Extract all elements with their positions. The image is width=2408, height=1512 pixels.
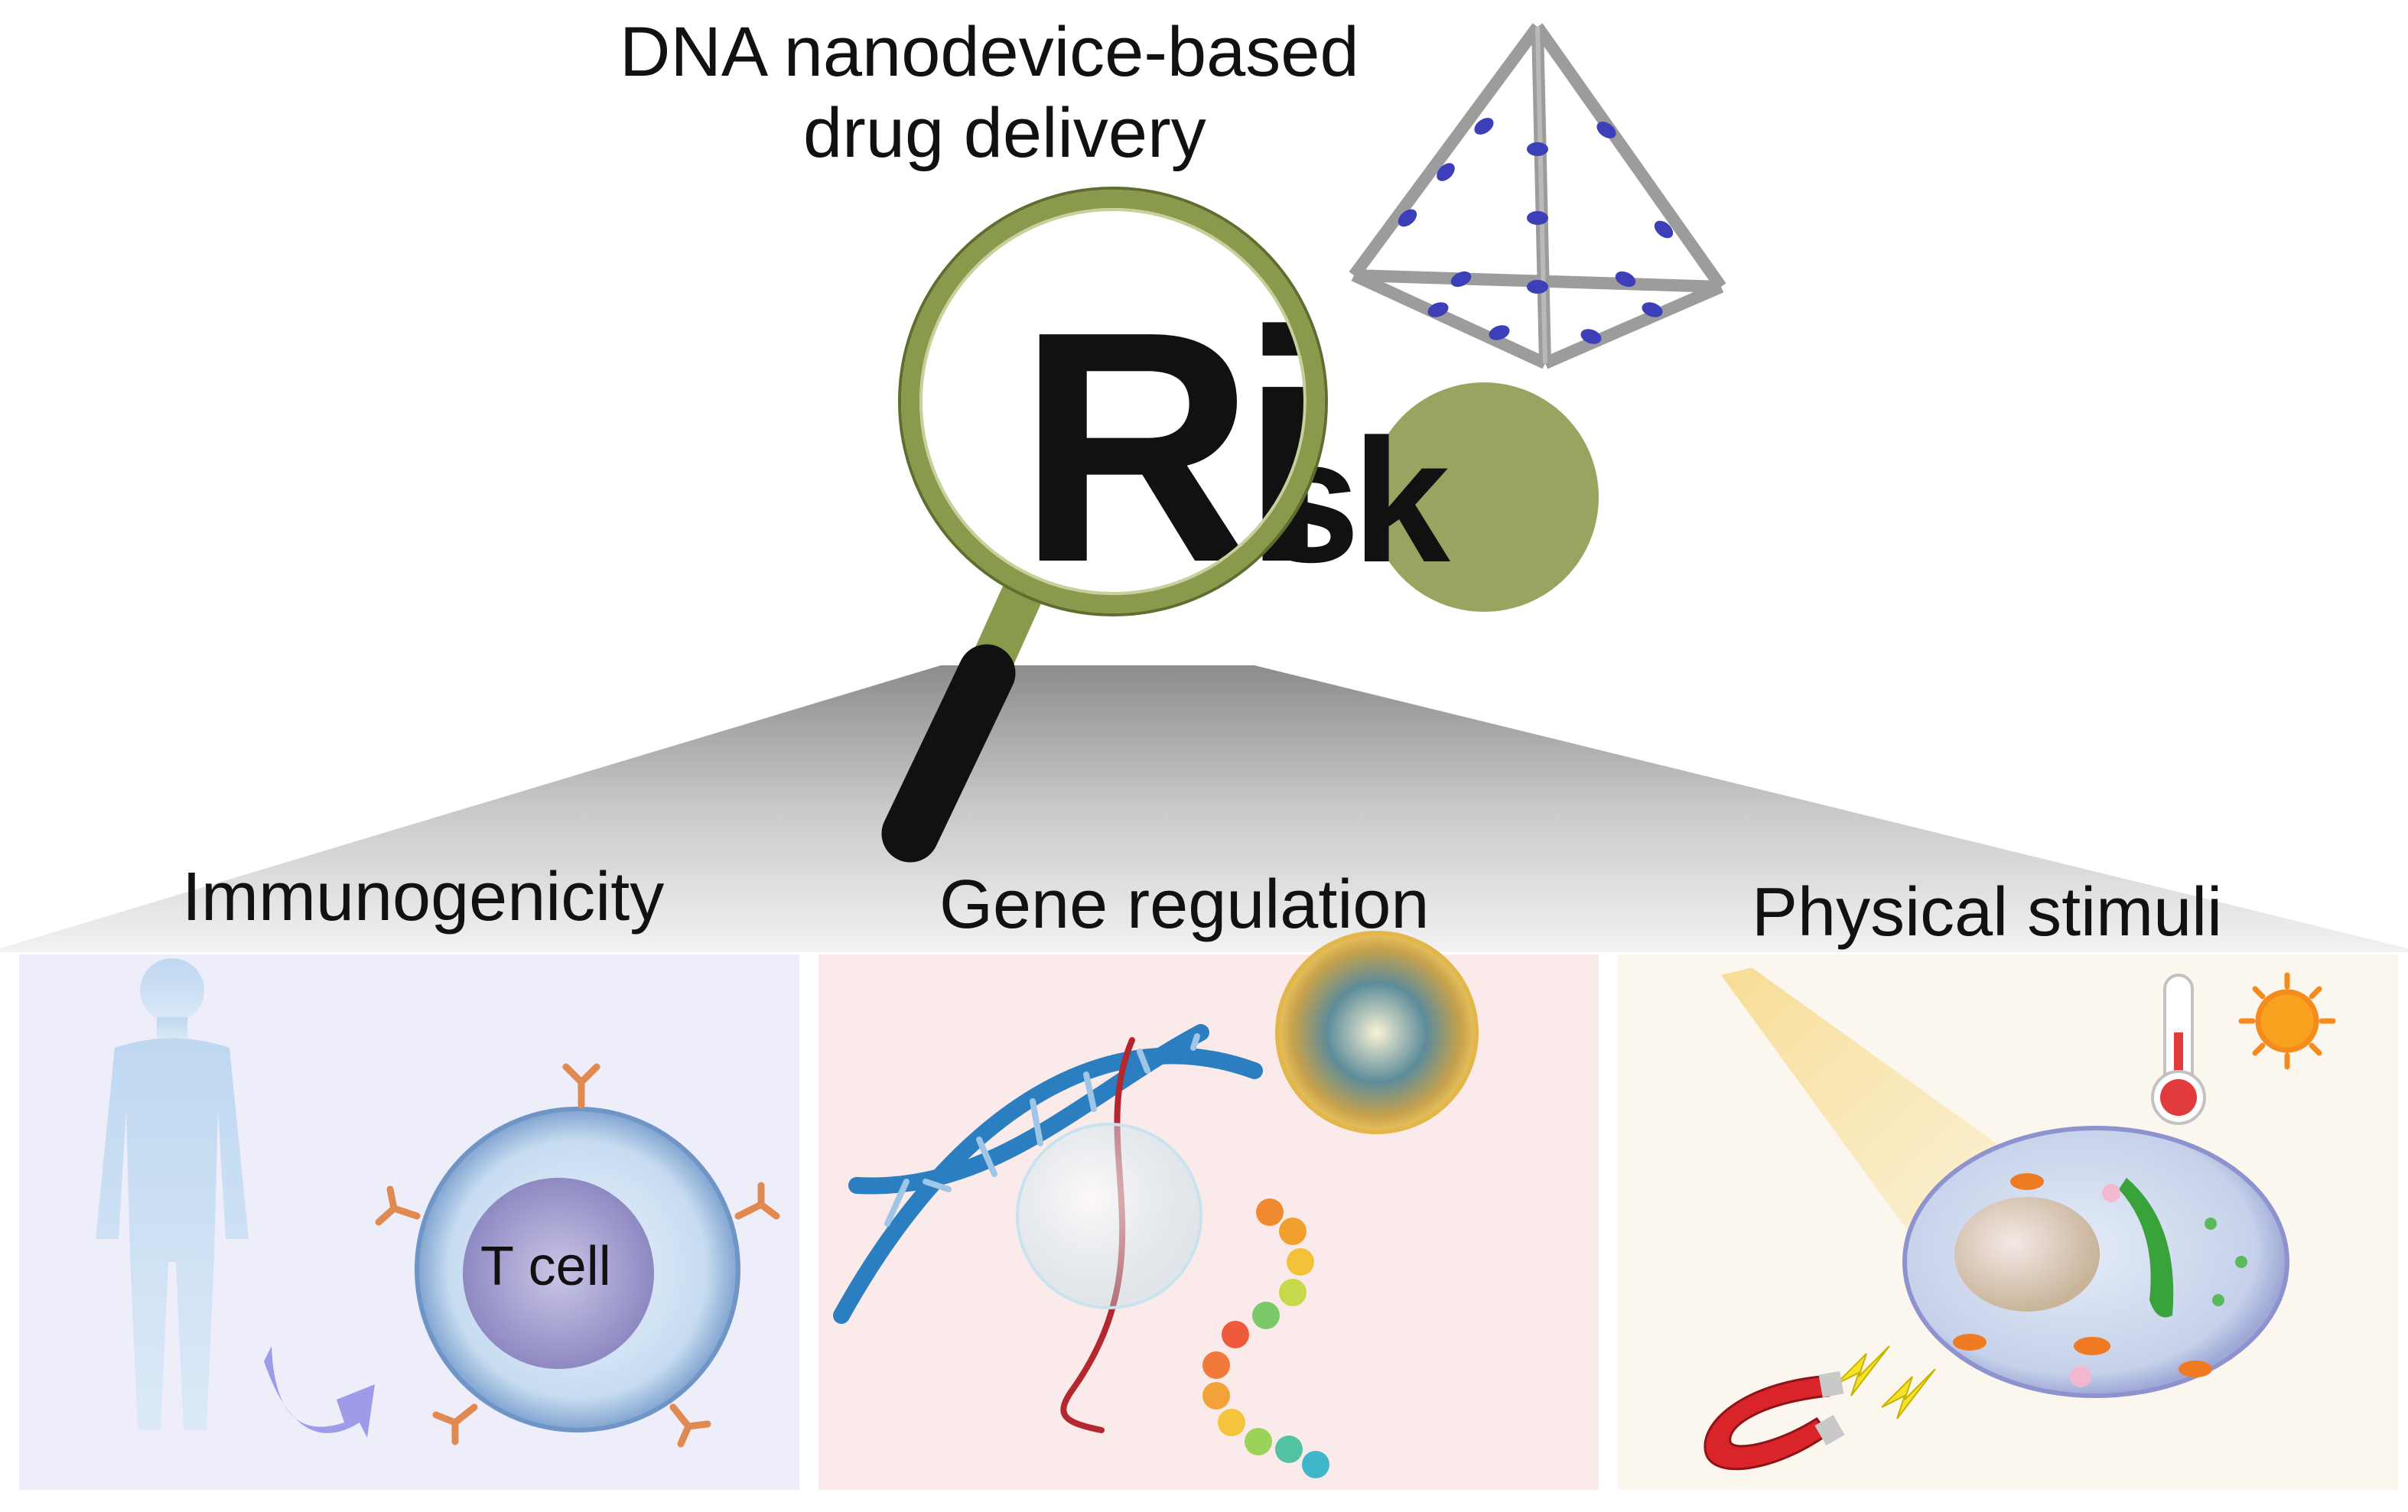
curved-arrow-icon — [264, 1346, 375, 1438]
sun-icon — [2238, 972, 2336, 1070]
panel-label-physical-stimuli: Physical stimuli — [1752, 874, 2223, 951]
title-line-1: DNA nanodevice-based — [620, 13, 1359, 91]
drug-dots — [1398, 118, 1674, 344]
cell-icon — [1902, 1126, 2289, 1398]
antibody-icons — [375, 1063, 780, 1448]
t-cell-label: T cell — [480, 1236, 611, 1297]
dna-helix-icon — [833, 1024, 1263, 1433]
t-cell-icon — [415, 1107, 740, 1432]
risk-word-magnified: Ri — [1017, 264, 1331, 631]
ribosome-bubble — [1016, 1123, 1202, 1309]
lightning-icon — [1835, 1345, 1936, 1419]
magnifier-handle — [881, 575, 1043, 863]
thermometer-icon — [2151, 974, 2206, 1125]
risk-circle — [1369, 382, 1599, 612]
panel-label-immunogenicity: Immunogenicity — [182, 859, 665, 935]
nucleus-icon — [1275, 931, 1479, 1134]
peptide-chain-icon — [1202, 1198, 1329, 1478]
magnifier-lens — [910, 199, 1316, 604]
perspective-fan — [0, 665, 2408, 952]
human-silhouette-icon — [96, 958, 249, 1430]
title-line-2: drug delivery — [803, 94, 1206, 172]
panel-label-gene-regulation: Gene regulation — [939, 867, 1430, 943]
magnet-icon — [1703, 1371, 1845, 1471]
